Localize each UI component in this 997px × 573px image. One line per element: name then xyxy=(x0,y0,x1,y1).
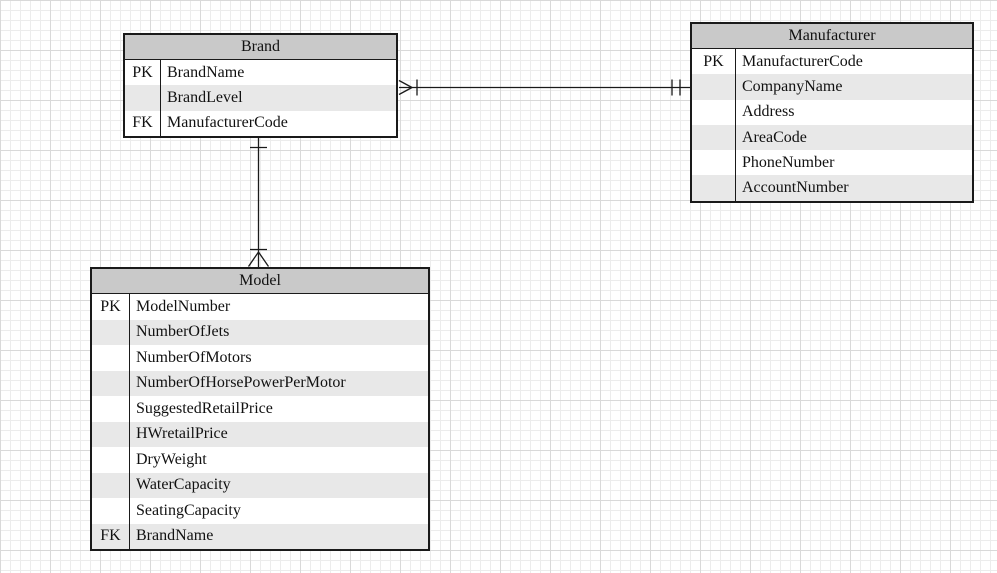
key-flag: PK xyxy=(125,60,161,86)
attribute-row: FK BrandName xyxy=(92,523,428,549)
entity-title: Manufacturer xyxy=(692,24,972,49)
attribute-row: Address xyxy=(692,99,972,125)
attribute-row: SeatingCapacity xyxy=(92,498,428,524)
attribute-name: AreaCode xyxy=(742,128,807,146)
attribute-row: FK ManufacturerCode xyxy=(125,110,396,136)
key-flag: PK xyxy=(692,49,736,75)
key-flag: FK xyxy=(92,523,130,549)
key-flag xyxy=(125,85,161,111)
key-flag xyxy=(92,319,130,345)
attribute-name: PhoneNumber xyxy=(742,153,835,171)
key-flag xyxy=(92,396,130,422)
attribute-row: HWretailPrice xyxy=(92,421,428,447)
attribute-row: AreaCode xyxy=(692,124,972,151)
attribute-row: PK ModelNumber xyxy=(92,294,428,320)
attribute-row: BrandLevel xyxy=(125,85,396,111)
attribute-name: ManufacturerCode xyxy=(167,114,288,132)
attribute-name: HWretailPrice xyxy=(136,425,228,443)
key-flag: FK xyxy=(125,110,161,136)
key-flag: PK xyxy=(92,294,130,320)
entity-title: Model xyxy=(92,269,428,294)
attribute-row: PhoneNumber xyxy=(692,150,972,176)
crows-foot-one-or-many xyxy=(247,248,270,267)
attribute-name: SuggestedRetailPrice xyxy=(136,399,273,417)
attribute-row: NumberOfJets xyxy=(92,319,428,345)
key-flag xyxy=(92,421,130,447)
key-flag xyxy=(92,498,130,524)
attribute-name: NumberOfMotors xyxy=(136,348,252,366)
attribute-row: PK BrandName xyxy=(125,60,396,86)
brand-manufacturer-connector[interactable] xyxy=(398,79,690,96)
one-and-only-one-ticks xyxy=(671,79,681,96)
key-flag xyxy=(692,150,736,176)
attribute-name: DryWeight xyxy=(136,450,207,468)
attribute-name: BrandLevel xyxy=(167,88,243,106)
attribute-name: BrandName xyxy=(167,63,245,81)
attribute-row: SuggestedRetailPrice xyxy=(92,396,428,422)
key-flag xyxy=(92,345,130,371)
crows-foot-one-or-many xyxy=(398,79,418,96)
key-flag xyxy=(92,472,130,498)
attribute-name: NumberOfJets xyxy=(136,323,230,341)
brand-model-connector[interactable] xyxy=(247,134,270,267)
attribute-row: CompanyName xyxy=(692,74,972,100)
attribute-name: ModelNumber xyxy=(136,297,231,315)
key-flag xyxy=(92,370,130,396)
key-flag xyxy=(692,124,736,151)
attribute-row: WaterCapacity xyxy=(92,472,428,498)
attribute-row: DryWeight xyxy=(92,447,428,473)
attribute-name: CompanyName xyxy=(742,77,843,95)
attribute-row: AccountNumber xyxy=(692,175,972,201)
attribute-name: WaterCapacity xyxy=(136,476,231,494)
key-flag xyxy=(92,447,130,473)
attribute-row: NumberOfMotors xyxy=(92,345,428,371)
attribute-name: AccountNumber xyxy=(742,179,849,197)
key-flag xyxy=(692,99,736,125)
key-flag xyxy=(692,74,736,100)
attribute-row: NumberOfHorsePowerPerMotor xyxy=(92,370,428,396)
attribute-name: BrandName xyxy=(136,527,214,545)
key-flag xyxy=(692,175,736,201)
attribute-name: NumberOfHorsePowerPerMotor xyxy=(136,374,346,392)
attribute-name: SeatingCapacity xyxy=(136,501,241,519)
attribute-name: ManufacturerCode xyxy=(742,52,863,70)
attribute-name: Address xyxy=(742,103,795,121)
entity-title: Brand xyxy=(125,35,396,60)
attribute-row: PK ManufacturerCode xyxy=(692,49,972,75)
